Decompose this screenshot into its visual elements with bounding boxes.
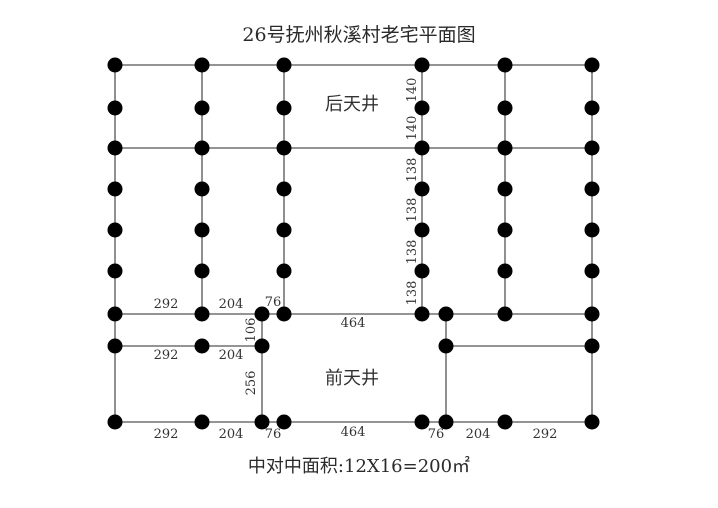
column-post [107,222,123,238]
column-post [584,100,600,116]
column-post [194,338,210,354]
column-post [414,222,430,238]
column-post [584,306,600,322]
dim-label: 76 [428,427,445,442]
column-post [107,338,123,354]
column-post [414,306,430,322]
column-post [194,57,210,73]
dim-label: 292 [154,427,179,442]
column-post [414,263,430,279]
column-post [194,263,210,279]
column-post [276,100,292,116]
column-post [276,140,292,156]
column-post [194,222,210,238]
posts [107,57,600,430]
column-post [107,57,123,73]
column-post [497,140,513,156]
column-post [194,306,210,322]
column-post [438,338,454,354]
column-post [584,57,600,73]
column-post [276,306,292,322]
dim-label: 292 [154,297,179,312]
column-post [584,140,600,156]
column-post [414,181,430,197]
column-post [194,181,210,197]
dim-label: 76 [265,427,282,442]
column-post [107,100,123,116]
column-post [438,414,454,430]
column-post [107,306,123,322]
dim-label: 138 [405,158,420,183]
plan-title: 26号抚州秋溪村老宅平面图 [242,24,476,46]
column-post [194,140,210,156]
column-post [107,181,123,197]
column-post [497,263,513,279]
dim-label: 204 [219,348,244,363]
dim-label: 140 [405,116,420,141]
column-post [276,414,292,430]
room-label-rear-courtyard: 后天井 [325,94,379,115]
column-post [194,100,210,116]
column-post [414,414,430,430]
column-post [107,140,123,156]
column-post [584,181,600,197]
dim-label: 76 [265,295,282,310]
column-post [254,414,270,430]
column-post [276,263,292,279]
column-post [254,306,270,322]
column-post [497,100,513,116]
column-post [584,263,600,279]
dim-label: 256 [244,371,259,396]
column-post [276,57,292,73]
column-post [414,140,430,156]
column-post [497,306,513,322]
dim-label: 204 [219,427,244,442]
column-post [254,338,270,354]
column-post [107,263,123,279]
column-post [497,181,513,197]
dim-label: 138 [405,281,420,306]
walls [114,64,593,423]
dim-label: 292 [154,348,179,363]
column-post [584,338,600,354]
column-post [497,414,513,430]
area-caption: 中对中面积:12X16=200㎡ [247,456,471,477]
column-post [497,57,513,73]
column-post [438,306,454,322]
dim-label: 140 [405,78,420,103]
column-post [194,414,210,430]
column-post [584,222,600,238]
column-post [414,100,430,116]
column-post [107,414,123,430]
room-label-front-courtyard: 前天井 [325,368,379,389]
column-post [276,222,292,238]
dim-label: 138 [405,240,420,265]
dim-label: 138 [405,198,420,223]
column-post [414,57,430,73]
column-post [276,181,292,197]
dim-label: 464 [341,316,366,331]
dim-label: 106 [244,318,259,343]
dim-label: 204 [219,297,244,312]
dim-label: 292 [533,427,558,442]
column-post [584,414,600,430]
dim-label: 204 [466,427,491,442]
column-post [497,222,513,238]
dim-label: 464 [341,425,366,440]
